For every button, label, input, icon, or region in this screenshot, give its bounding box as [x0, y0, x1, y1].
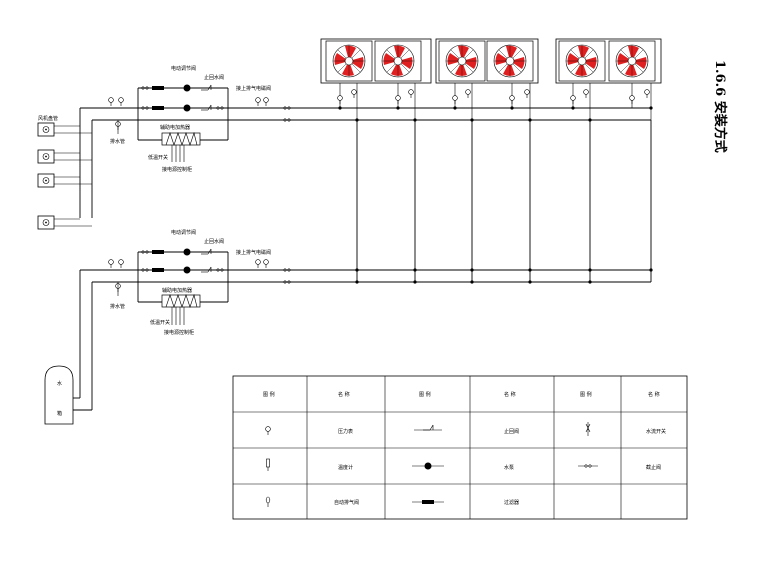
upper-vent-label: 接上排气电磁阀: [236, 85, 271, 92]
legend-name: 水流开关: [646, 428, 666, 435]
upper-temp-switch-label: 低温开关: [148, 154, 168, 161]
upper-electric-control-label: 接电源控制柜: [162, 166, 192, 173]
legend-table: 图 例 名 称 图 例 名 称 图 例 名 称 压力表 止回阀 水流开关 温度计…: [232, 375, 688, 520]
pressure-gauge-icon: [108, 259, 114, 269]
legend-name: 止回阀: [504, 428, 519, 435]
upper-control-valve-label: 电动调节阀: [171, 65, 196, 72]
check-valve-icon: [200, 104, 212, 111]
check-valve-icon: [200, 84, 212, 91]
legend-name: 压力表: [338, 428, 353, 435]
upper-circuit: [79, 87, 652, 282]
thermometer-icon: [118, 259, 124, 269]
lower-circuit: [73, 251, 651, 411]
pump-icon: [183, 248, 191, 256]
air-vent-icon: [265, 496, 271, 507]
lower-heater-label: 辅助电加热器: [162, 287, 192, 294]
lower-temp-switch-label: 低温开关: [150, 319, 170, 326]
legend-name: 自动排气阀: [334, 499, 359, 506]
lower-components: [108, 248, 291, 325]
pump-icon: [183, 104, 191, 112]
legend-header: 名 称: [648, 391, 660, 398]
filter-icon: [152, 106, 164, 110]
tank-label-top: 水: [57, 380, 62, 387]
axial-fan-icon: [486, 40, 534, 82]
lower-control-valve-label: 电动调节阀: [171, 229, 196, 236]
auxiliary-heater: [161, 132, 201, 146]
legend-name: 截止阀: [646, 464, 661, 471]
pump-icon: [412, 462, 444, 470]
air-coil-label: 风机盘管: [38, 115, 58, 122]
lower-junctions: [355, 268, 653, 284]
thermometer-icon: [266, 458, 270, 471]
axial-fan-icon: [438, 40, 486, 82]
axial-fan-icon: [374, 40, 422, 82]
filter-icon: [152, 250, 164, 254]
tank-label-bottom: 箱: [57, 410, 62, 417]
pressure-gauge-icon: [255, 259, 261, 269]
water-tank: 水 箱: [44, 365, 74, 425]
legend-name: 水泵: [504, 464, 514, 471]
legend-header: 名 称: [338, 391, 350, 398]
fan-bank-3: [555, 38, 662, 84]
drain-label-upper: 排水管: [110, 138, 125, 145]
stop-valve-icon: [578, 464, 598, 468]
legend-header: 图 例: [580, 391, 592, 398]
filter-icon: [412, 500, 444, 504]
air-vent-icon: [263, 97, 269, 107]
drain-label-lower: 排水管: [110, 303, 125, 310]
legend-header: 图 例: [263, 391, 275, 398]
check-valve-icon: [200, 248, 212, 255]
legend-name: 过滤器: [504, 499, 519, 506]
thermometer-icon: [118, 97, 124, 107]
upper-components: [108, 84, 291, 162]
lower-check-valve-label: 止回水阀: [204, 238, 224, 245]
legend-name: 温度计: [338, 464, 353, 471]
air-vent-icon: [263, 259, 269, 269]
fan-bank-2: [435, 38, 539, 84]
fan-drops: [339, 83, 652, 120]
check-valve-icon: [200, 266, 212, 273]
filter-icon: [152, 268, 164, 272]
legend-header: 图 例: [419, 391, 431, 398]
pressure-gauge-icon: [108, 97, 114, 107]
legend-header: 名 称: [504, 391, 516, 398]
axial-fan-icon: [608, 40, 656, 82]
axial-fan-icon: [325, 40, 373, 82]
pump-icon: [183, 266, 191, 274]
fan-bank-1: [320, 38, 432, 84]
fan-coil-units: [37, 122, 92, 230]
filter-icon: [152, 86, 164, 90]
fan-drop-gauges: [337, 89, 650, 105]
lower-vent-label: 接上排气电磁阀: [236, 249, 271, 256]
lower-electric-control-label: 接电源控制柜: [164, 329, 194, 336]
section-title: 1.6.6 安装方式: [712, 60, 728, 153]
check-valve-icon: [414, 424, 442, 431]
upper-heater-label: 辅助电加热器: [160, 124, 190, 131]
pump-icon: [183, 84, 191, 92]
axial-fan-icon: [558, 40, 606, 82]
upper-check-valve-label: 止回水阀: [204, 74, 224, 81]
auxiliary-heater: [161, 294, 201, 308]
flow-switch-icon: [585, 422, 591, 436]
pressure-gauge-icon: [255, 97, 261, 107]
upper-junctions: [338, 106, 653, 122]
